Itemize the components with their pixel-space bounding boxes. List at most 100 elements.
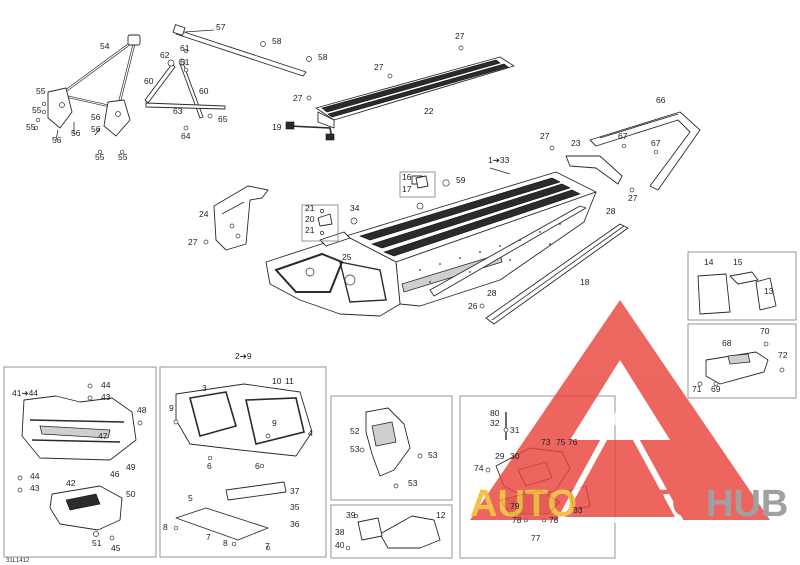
callout-c7a: 7 (206, 532, 211, 542)
callout-c62: 62 (160, 50, 170, 60)
callout-c70: 70 (760, 326, 770, 336)
callout-c48: 48 (137, 405, 147, 415)
callout-c18: 18 (580, 277, 590, 287)
callout-c71: 71 (692, 384, 702, 394)
callout-c67a: 67 (618, 131, 628, 141)
callout-c15: 15 (733, 257, 743, 267)
callout-c61b: 61 (180, 57, 190, 67)
callout-c43a: 43 (101, 392, 111, 402)
callout-c30: 30 (510, 451, 520, 461)
callout-c80: 80 (490, 408, 500, 418)
callout-c56b: 56 (71, 128, 81, 138)
callout-c24: 24 (199, 209, 209, 219)
callout-c57: 57 (216, 22, 226, 32)
bracket-52 (359, 407, 423, 489)
callout-c35: 35 (290, 502, 300, 512)
cable-19 (285, 121, 335, 141)
callout-c43b: 43 (30, 483, 40, 493)
callout-c73: 73 (541, 437, 551, 447)
callout-c11: 11 (285, 376, 294, 386)
callout-c10: 10 (272, 376, 282, 386)
callout-c49: 49 (126, 462, 136, 472)
callout-c17: 17 (402, 184, 412, 194)
callout-c21a: 21 (305, 203, 315, 213)
callout-c28b: 28 (487, 288, 497, 298)
callout-c72: 72 (778, 350, 788, 360)
callout-c21b: 21 (305, 225, 315, 235)
callout-c65: 65 (218, 114, 228, 124)
callout-c76: 76 (568, 437, 578, 447)
callout-c56c: 56 (91, 112, 101, 122)
small-hardware (301, 171, 436, 242)
callout-c27e: 27 (628, 193, 638, 203)
callout-c61a: 61 (180, 43, 190, 53)
callout-c3: 3 (202, 383, 207, 393)
watermark-brand-left: AUTO (470, 483, 577, 525)
callout-c37: 37 (290, 486, 300, 496)
rear-bumper-66 (589, 111, 701, 191)
inset-box-front-frame (159, 366, 327, 558)
callout-c44b: 44 (30, 471, 40, 481)
callout-c20: 20 (305, 214, 315, 224)
callout-c63: 63 (173, 106, 183, 116)
callout-c8b: 8 (223, 538, 228, 548)
watermark-triangle-logo (470, 300, 770, 520)
callout-c64: 64 (181, 131, 191, 141)
callout-c58b: 58 (318, 52, 328, 62)
callout-c54: 54 (100, 41, 110, 51)
support-bracket-24 (203, 185, 269, 251)
callout-c1: 1➔33 (488, 155, 510, 165)
callout-c78a: 78 (512, 515, 522, 525)
watermark-brand-right: HUB (706, 483, 788, 525)
callout-c77: 77 (531, 533, 541, 543)
callout-c41: 41➔44 (12, 388, 38, 398)
callout-c39: 39 (346, 510, 356, 520)
tunnel-bracket-23 (549, 145, 635, 193)
callout-c55d: 55 (95, 152, 105, 162)
steering-triangle-54 (33, 34, 141, 155)
callout-c38: 38 (335, 527, 345, 537)
callout-c40: 40 (335, 540, 345, 550)
callout-c69: 69 (711, 384, 721, 394)
callout-c60a: 60 (144, 76, 154, 86)
callout-c31: 31 (510, 425, 520, 435)
callout-c9a: 9 (169, 403, 174, 413)
callout-c7b: 7 (265, 541, 270, 551)
callout-c53b: 53 (428, 450, 438, 460)
callout-c26: 26 (468, 301, 478, 311)
inset-box-skid-12 (330, 504, 453, 559)
callout-c36: 36 (290, 519, 300, 529)
callout-c34: 34 (350, 203, 360, 213)
callout-c29b: 29 (495, 451, 505, 461)
plates-14-15-13 (697, 271, 777, 315)
inset-box-bracket-52 (330, 395, 453, 501)
callout-c5: 5 (188, 493, 193, 503)
callout-c25: 25 (342, 252, 352, 262)
running-board-22 (306, 45, 515, 129)
rivet-dots (419, 223, 561, 283)
callout-c4: 4 (308, 428, 313, 438)
callout-c59: 59 (456, 175, 466, 185)
rail-slider-18 (479, 223, 629, 325)
callout-c78b: 78 (549, 515, 559, 525)
callout-c52: 52 (350, 426, 360, 436)
callout-c6a: 6 (207, 461, 212, 471)
linkage-rods-60 (144, 48, 226, 131)
front-frame-2-9 (173, 383, 313, 551)
callout-c13: 13 (764, 286, 774, 296)
callout-c60b: 60 (199, 86, 209, 96)
callout-c55e: 55 (118, 152, 128, 162)
callout-c56a: 56 (52, 135, 62, 145)
callout-c44a: 44 (101, 380, 111, 390)
callout-c27d: 27 (540, 131, 550, 141)
callout-c45: 45 (111, 543, 121, 553)
callout-c58a: 58 (272, 36, 282, 46)
callout-c12: 12 (436, 510, 446, 520)
callout-c74: 74 (474, 463, 484, 473)
main-tunnel-frame (265, 167, 597, 317)
callout-c27a: 27 (455, 31, 465, 41)
callout-c79: 79 (510, 501, 520, 511)
callout-c8a: 8 (163, 522, 168, 532)
